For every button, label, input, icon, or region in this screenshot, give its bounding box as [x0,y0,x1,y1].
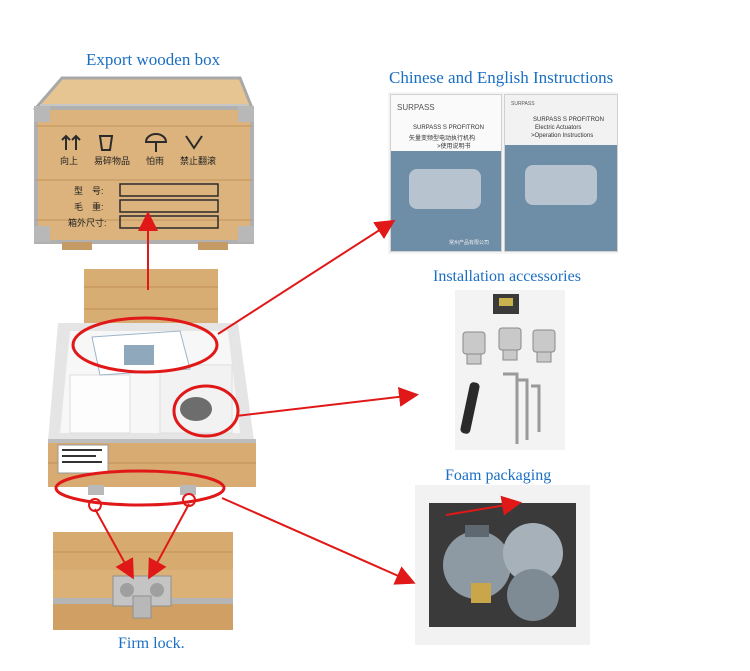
wooden-box-drawing [32,76,255,250]
lock-detail-photo [53,532,233,630]
icon-label-no-roll: 禁止翻滚 [180,156,217,166]
field-model: 型 号: [74,186,104,196]
manual-en-brand: SURPASS [511,101,535,107]
manual-en-title: SURPASS S PROFITRON [533,117,604,123]
manual-en: SURPASS SURPASS S PROFITRON Electric Act… [504,94,618,252]
lock-caption: Firm lock. [118,635,185,652]
open-box-photo [40,265,268,505]
export-box-caption: Export wooden box [86,50,221,69]
open-box-drawing [48,269,256,495]
lock-detail-drawing [53,532,233,630]
accessories-drawing [460,294,556,444]
accessories-photo [455,290,565,450]
icon-label-fragile: 易碎物品 [94,156,131,166]
instructions-caption: Chinese and English Instructions [389,68,614,87]
arrow-to-foam [221,497,416,585]
manual-cn: SURPASS SURPASS S PROFITRON 矢量变频型电动执行机构 … [390,94,502,252]
manual-cn-doc: >使用说明书 [437,144,471,150]
manual-en-line2: >Operation Instructions [531,133,594,139]
manual-cn-footer: 常州产品有限公司 [449,240,490,246]
foam-packaging-drawing [415,485,590,645]
wooden-box-photo: 向上 易碎物品 怕雨 禁止翻滚 型 号: 毛 重: 箱外尺寸: [22,70,258,252]
accessories-caption: Installation accessories [433,268,581,285]
manual-cn-brand: SURPASS [397,103,435,112]
manuals-photo: SURPASS SURPASS S PROFITRON 矢量变频型电动执行机构 … [388,92,618,254]
manual-cn-subtitle: 矢量变频型电动执行机构 [409,136,476,142]
foam-caption: Foam packaging [445,467,552,484]
manual-en-line1: Electric Actuators [535,125,582,131]
icon-label-up: 向上 [60,156,79,166]
field-size: 箱外尺寸: [68,218,107,228]
icon-label-rain: 怕雨 [146,156,165,166]
foam-packaging-photo [415,485,590,645]
manual-cn-title: SURPASS S PROFITRON [413,125,484,131]
field-weight: 毛 重: [74,202,104,212]
